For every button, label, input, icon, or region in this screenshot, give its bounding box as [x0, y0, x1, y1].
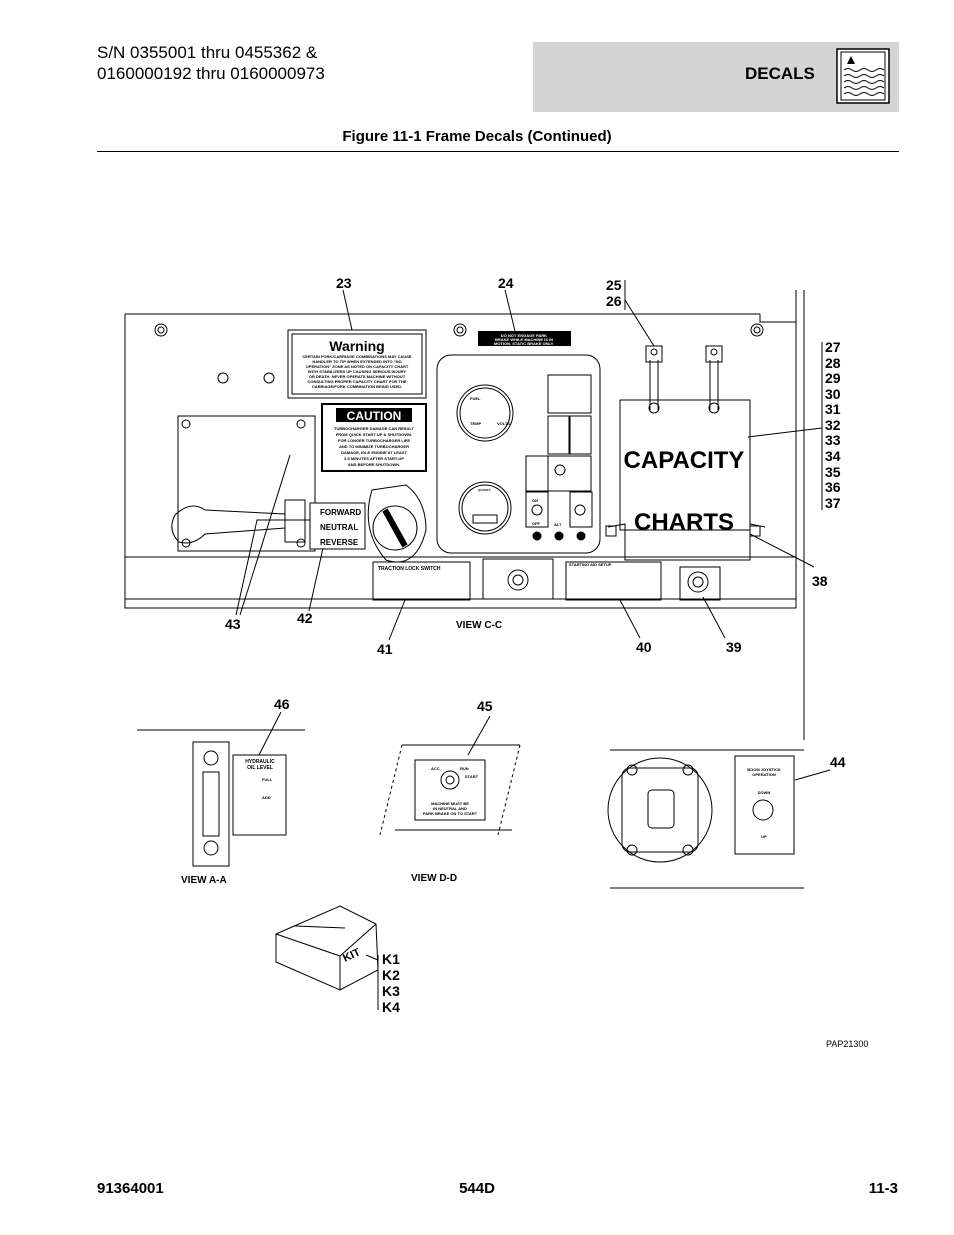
- callout-25: 25: [606, 277, 622, 293]
- brake-line: BRAKE WHILE MACHINE IS IN: [495, 337, 553, 342]
- warning-line: CARRIAGE/FORK COMBINATION BEING USED.: [312, 384, 402, 389]
- callout-k4: K4: [382, 999, 400, 1015]
- callout-34: 34: [825, 448, 841, 464]
- warning-line: CONSULTING PROPER CAPACITY CHART FOR THE: [307, 379, 406, 384]
- callout-39: 39: [726, 639, 742, 655]
- page-number: 11-3: [868, 1180, 898, 1197]
- view-dd-label: VIEW D-D: [411, 873, 457, 884]
- callout-29: 29: [825, 370, 841, 386]
- ignition-text: MACHINE MUST BE IN NEUTRAL AND PARK BRAK…: [423, 801, 478, 816]
- acc-label: ACC: [431, 766, 440, 771]
- callout-27: 27: [825, 339, 841, 355]
- callout-43: 43: [225, 616, 241, 632]
- model-number: 544D: [459, 1180, 495, 1197]
- callout-42: 42: [297, 610, 313, 626]
- hyd-full-label: FULL: [262, 777, 273, 782]
- hyd-title-1: HYDRAULIC: [245, 759, 275, 765]
- switch-on-label: ON: [532, 498, 538, 503]
- callout-38: 38: [812, 573, 828, 589]
- start-label: START: [465, 774, 479, 779]
- temp-label: TEMP: [470, 421, 481, 426]
- caution-title: CAUTION: [347, 409, 402, 423]
- header-rule: [97, 151, 899, 152]
- caution-line: TURBOCHARGER DAMAGE CAN RESULT: [334, 426, 414, 431]
- capacity-line-2: CHARTS: [634, 509, 734, 536]
- figure-title: Figure 11-1 Frame Decals (Continued): [342, 128, 612, 145]
- callout-45: 45: [477, 698, 493, 714]
- serial-line-2: 0160000192 thru 0160000973: [97, 64, 325, 83]
- joystick-down-label: DOWN: [758, 790, 771, 795]
- callout-k3: K3: [382, 983, 400, 999]
- reverse-label: REVERSE: [320, 538, 359, 547]
- warning-line: CERTAIN FORK/CARRIAGE COMBINATIONS MAY C…: [302, 354, 412, 359]
- kit-label: KIT: [341, 946, 362, 964]
- brake-text: DO NOT ENGAGE PARK BRAKE WHILE MACHINE I…: [494, 333, 554, 346]
- callout-35: 35: [825, 464, 841, 480]
- run-label: RUN: [460, 766, 469, 771]
- joystick-title-1: BOOM JOYSTICK: [747, 767, 781, 772]
- ignition-line: MACHINE MUST BE: [431, 801, 469, 806]
- caution-line: DAMAGE, IDLE ENGINE AT LEAST: [341, 450, 407, 455]
- callout-36: 36: [825, 479, 841, 495]
- caution-line: AND TO MINIMIZE TURBOCHARGER: [339, 444, 409, 449]
- callout-31: 31: [825, 401, 841, 417]
- brake-line: DO NOT ENGAGE PARK: [501, 333, 547, 338]
- callout-k1: K1: [382, 951, 400, 967]
- neutral-label: NEUTRAL: [320, 523, 358, 532]
- fuel-label: FUEL: [470, 396, 481, 401]
- capacity-line-1: CAPACITY: [624, 447, 745, 474]
- joystick-title-2: OPERATION: [752, 772, 776, 777]
- brake-line: MOTION. STATIC BRAKE ONLY.: [494, 341, 554, 346]
- drawing-id: PAP21300: [826, 1039, 868, 1049]
- warning-line: WITH STABILIZERS UP CAUSING SERIOUS INJU…: [308, 369, 406, 374]
- hyd-add-label: ADD: [262, 795, 271, 800]
- callout-33: 33: [825, 432, 841, 448]
- callout-24: 24: [498, 275, 514, 291]
- alt-label: ALT: [554, 522, 562, 527]
- view-cc-label: VIEW C-C: [456, 620, 502, 631]
- ignition-line: PARK BRAKE ON TO START: [423, 811, 478, 816]
- serial-range: S/N 0355001 thru 0455362 & 0160000192 th…: [97, 42, 325, 84]
- switch-off-label: OFF: [532, 521, 541, 526]
- caution-line: 3-5 MINUTES AFTER START-UP: [344, 456, 404, 461]
- callout-23: 23: [336, 275, 352, 291]
- callout-41: 41: [377, 641, 393, 657]
- hyd-title-2: OIL LEVEL: [247, 765, 273, 771]
- volts-label: VOLTS: [497, 421, 510, 426]
- joystick-up-label: UP: [761, 834, 767, 839]
- starting-title: STARTING AID SETUP: [569, 562, 612, 567]
- callout-30: 30: [825, 386, 841, 402]
- callout-k2: K2: [382, 967, 400, 983]
- quartz-label: QUARTZ: [478, 488, 491, 492]
- caution-line: FOR LONGER TURBOCHARGER LIFE: [338, 438, 410, 443]
- doc-number: 91364001: [97, 1180, 164, 1197]
- warning-decal: [287, 329, 427, 399]
- traction-title: TRACTION LOCK SWITCH: [378, 566, 441, 572]
- callout-37: 37: [825, 495, 841, 511]
- callout-26: 26: [606, 293, 622, 309]
- callout-40: 40: [636, 639, 652, 655]
- warning-line: HANDLER TO TIP WHEN EXTENDED INTO "NO: [312, 359, 401, 364]
- callout-32: 32: [825, 417, 841, 433]
- document-icon: [836, 48, 890, 104]
- callout-44: 44: [830, 754, 846, 770]
- caution-line: AND BEFORE SHUTDOWN.: [348, 462, 400, 467]
- forward-label: FORWARD: [320, 508, 361, 517]
- ignition-line: IN NEUTRAL AND: [433, 806, 467, 811]
- view-aa-label: VIEW A-A: [181, 875, 227, 886]
- section-title: DECALS: [745, 64, 815, 83]
- callout-46: 46: [274, 696, 290, 712]
- brake-decal: [478, 331, 571, 346]
- fnr-decal: [309, 502, 366, 550]
- caution-text: TURBOCHARGER DAMAGE CAN RESULT FROM QUIC…: [334, 426, 414, 467]
- callout-28: 28: [825, 355, 841, 371]
- caution-line: FROM QUICK START-UP & SHUTDOWN.: [336, 432, 412, 437]
- warning-line: OPERATION" ZONE AS NOTED ON CAPACITY CHA…: [306, 364, 409, 369]
- serial-line-1: S/N 0355001 thru 0455362 &: [97, 43, 318, 62]
- warning-line: OR DEATH. NEVER OPERATE MACHINE WITHOUT: [309, 374, 406, 379]
- warning-text: CERTAIN FORK/CARRIAGE COMBINATIONS MAY C…: [302, 354, 412, 389]
- warning-title: Warning: [329, 338, 384, 354]
